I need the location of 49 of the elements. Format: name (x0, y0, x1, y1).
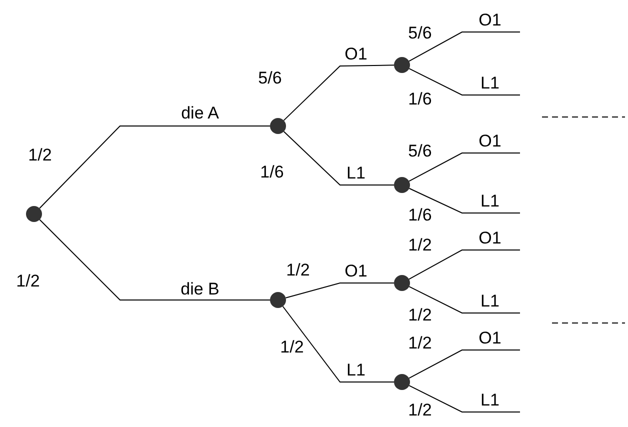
tree-branch (408, 152, 520, 182)
branch-point-dot (394, 374, 410, 390)
tree-branch (408, 250, 520, 280)
outcome-label: L1 (480, 74, 500, 92)
probability-label: 1/2 (408, 402, 432, 418)
outcome-label: L1 (480, 192, 500, 210)
branch-point-dot (394, 177, 410, 193)
probability-label: 5/6 (408, 142, 432, 160)
outcome-label: O1 (478, 132, 502, 150)
probability-label: 1/2 (280, 338, 304, 356)
tree-branch (283, 131, 394, 186)
outcome-label: L1 (346, 362, 366, 378)
tree-branch (408, 385, 520, 412)
tree-branch (283, 64, 394, 121)
tree-branch (408, 188, 520, 214)
outcome-label: L1 (480, 292, 500, 310)
outcome-label: L1 (480, 392, 500, 408)
tree-branch (282, 306, 394, 382)
outcome-label: O1 (344, 46, 368, 62)
tree-branch (285, 282, 394, 298)
probability-label: 1/6 (260, 164, 284, 180)
outcome-label: die B (180, 280, 220, 298)
probability-label: 1/2 (28, 146, 52, 164)
branch-point-dot (270, 292, 286, 308)
tree-branch (39, 219, 270, 300)
branch-point-dot (394, 57, 410, 73)
branch-point-dot (394, 275, 410, 291)
outcome-label: O1 (478, 330, 502, 346)
tree-branch (39, 126, 270, 209)
tree-branch (408, 68, 520, 96)
probability-label: 1/2 (286, 262, 310, 278)
tree-branch (408, 350, 520, 379)
outcome-label: L1 (346, 164, 366, 182)
outcome-label: O1 (478, 12, 502, 28)
branch-point-dot (26, 206, 42, 222)
outcome-label: die A (181, 104, 219, 122)
probability-label: 1/6 (408, 206, 432, 224)
outcome-label: O1 (344, 262, 368, 280)
probability-label: 1/6 (408, 90, 432, 108)
tree-branch (408, 286, 520, 314)
tree-branch (408, 32, 520, 62)
branch-point-dot (270, 118, 286, 134)
probability-label: 5/6 (258, 70, 282, 86)
probability-label: 5/6 (408, 24, 432, 42)
probability-label: 1/2 (408, 306, 432, 324)
probability-label: 1/2 (16, 272, 40, 290)
probability-label: 1/2 (408, 236, 432, 254)
outcome-label: O1 (478, 230, 502, 246)
probability-label: 1/2 (408, 334, 432, 352)
